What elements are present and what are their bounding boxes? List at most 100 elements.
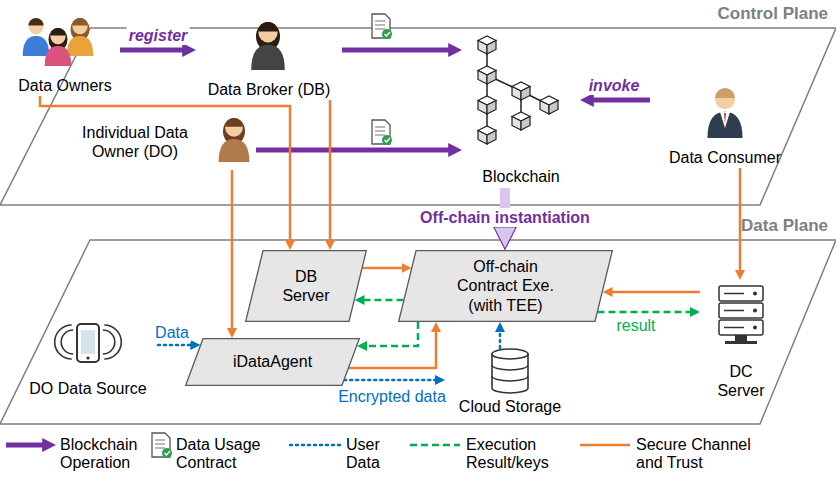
person-icon	[258, 22, 277, 32]
connector	[329, 100, 332, 242]
connector	[363, 299, 404, 302]
database-icon	[492, 349, 528, 393]
server-icon	[719, 286, 763, 301]
connector	[499, 330, 502, 348]
blockchain-icon	[478, 101, 487, 115]
contract-icon	[155, 444, 165, 445]
contract-icon	[372, 14, 392, 39]
connector	[363, 267, 404, 270]
person-icon	[724, 113, 726, 124]
blockchain-icon	[521, 87, 530, 101]
source-node: DO Data Source	[18, 318, 158, 400]
actor-node: Individual Data Owner (DO)	[54, 114, 256, 170]
contract-icon	[375, 29, 385, 30]
edge-label: register	[127, 26, 190, 45]
person-icon	[708, 88, 743, 138]
person-icon	[23, 36, 50, 56]
blockchain-icon	[478, 36, 558, 144]
blockchain-icon	[512, 117, 521, 131]
database-icon	[492, 365, 528, 370]
connector	[349, 330, 436, 368]
blockchain-icon	[487, 131, 496, 145]
person-icon	[225, 118, 243, 127]
connector	[598, 311, 693, 314]
contract-icon	[382, 29, 392, 39]
person-icon	[50, 28, 65, 36]
storage-node: Cloud Storage	[445, 348, 575, 420]
plane-heading: Data Plane	[741, 216, 828, 236]
person-icon	[28, 18, 43, 26]
contract-icon	[385, 32, 391, 36]
server-icon	[753, 309, 757, 313]
signal-arc	[103, 330, 115, 354]
edge-label: Data	[153, 323, 191, 342]
contract-icon	[162, 448, 172, 458]
contract-icon	[152, 433, 172, 458]
person-icon	[67, 18, 94, 56]
legend-sample	[410, 444, 460, 447]
connector	[120, 48, 185, 53]
contract-icon	[375, 135, 385, 136]
blockchain-icon	[478, 131, 487, 145]
blockchain-icon	[478, 41, 487, 55]
node-label: DO Data Source	[29, 379, 146, 398]
legend-sample	[6, 443, 45, 448]
legend-label: Data Usage Contract	[176, 436, 276, 473]
database-icon	[492, 376, 528, 381]
edge-layer	[40, 50, 740, 380]
connector	[611, 291, 701, 294]
database-icon	[492, 354, 528, 393]
database-icon	[492, 349, 528, 359]
node-label: Data Broker (DB)	[208, 80, 331, 99]
person-icon	[23, 18, 50, 56]
contract-icon	[372, 14, 390, 38]
connector	[256, 148, 451, 153]
icon-layer	[23, 14, 763, 393]
contract-icon	[375, 25, 385, 26]
contract-icon	[155, 448, 165, 449]
contract-icon	[375, 127, 385, 128]
edge-label: Encrypted data	[336, 387, 448, 406]
blockchain-icon	[549, 101, 558, 115]
node-label: Off-chain Contract Exe. (with TEE)	[443, 257, 568, 315]
contract-icon	[385, 138, 391, 142]
server-icon	[719, 286, 763, 344]
contract-icon	[375, 21, 385, 22]
plane-layer	[0, 28, 836, 424]
node-label: Individual Data Owner (DO)	[60, 123, 210, 161]
server-icon	[724, 310, 744, 312]
blockchain-icon	[487, 101, 496, 115]
server-icon	[724, 327, 744, 329]
server-icon	[724, 293, 744, 295]
person-icon	[251, 22, 285, 70]
edge-label: invoke	[587, 76, 642, 95]
node-label: iDataAgent	[233, 352, 312, 371]
contract-icon	[375, 131, 385, 132]
connector	[342, 48, 451, 53]
person-icon	[708, 112, 743, 138]
person-icon	[251, 45, 285, 70]
plane-band: Control PlaneData OwnersData Broker (DB)…	[0, 0, 836, 205]
legend-label: Secure Channel and Trust	[636, 436, 776, 473]
box-shape	[246, 251, 367, 322]
contract-icon	[372, 120, 390, 144]
phone-icon	[86, 356, 89, 359]
connector	[365, 322, 418, 346]
connector	[40, 96, 290, 242]
plane-heading: Control Plane	[717, 4, 828, 24]
process-box: iDataAgent	[185, 338, 360, 386]
legend-sample	[580, 444, 630, 447]
server-icon	[735, 335, 747, 341]
process-box: DB Server	[245, 250, 367, 322]
person-icon	[720, 112, 730, 128]
contract-icon	[372, 120, 392, 145]
edge-label: Off-chain instantiation	[418, 208, 592, 227]
person-icon	[50, 29, 65, 44]
person-icon	[219, 139, 250, 162]
connector	[591, 98, 650, 103]
person-icon	[72, 19, 87, 34]
box-shape	[186, 339, 360, 386]
actor-node: Data Consumer	[650, 84, 800, 168]
actor-node: Data Broker (DB)	[196, 20, 342, 100]
